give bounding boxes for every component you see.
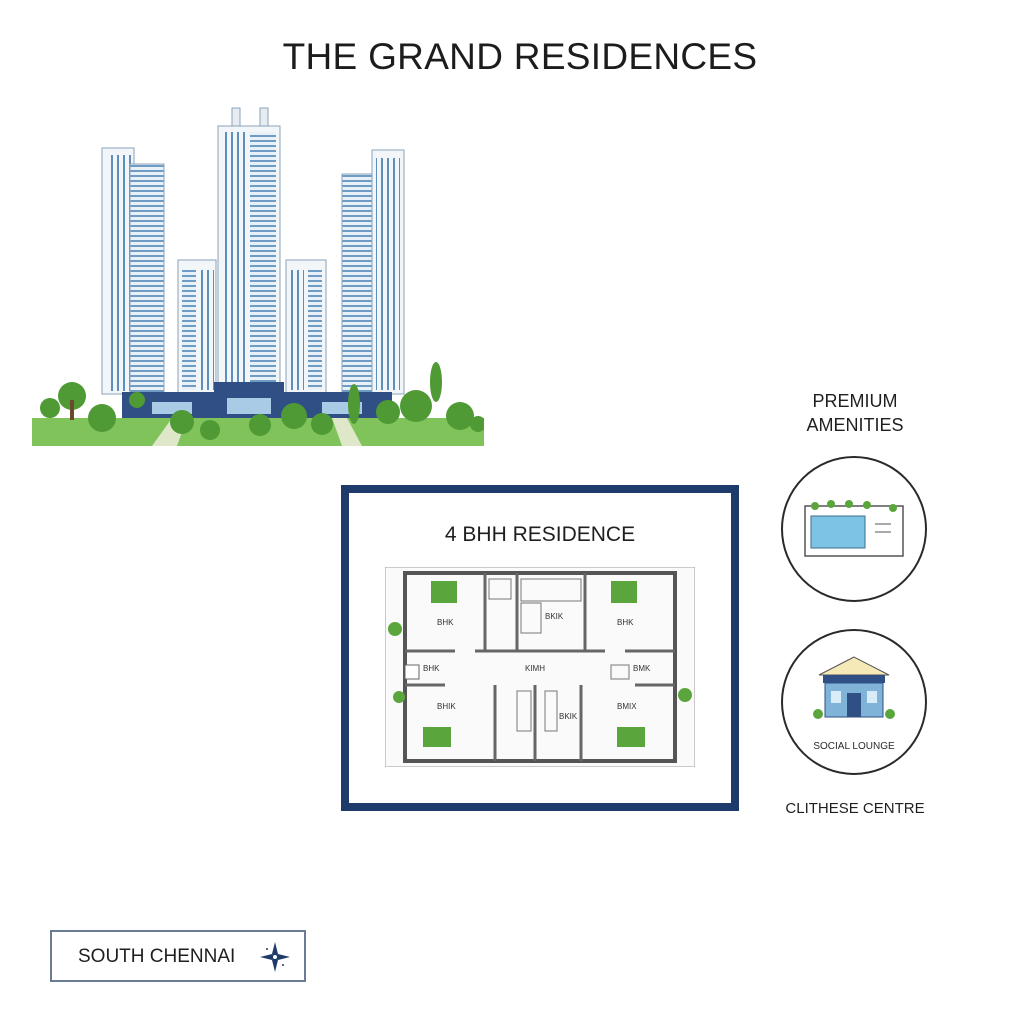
trees [40, 362, 484, 440]
lounge-amenity-circle[interactable]: SOCIAL LOUNGE [781, 629, 927, 775]
floor-plan-title: 4 BHH RESIDENCE [444, 523, 636, 546]
tower-right [341, 149, 405, 395]
towers-illustration [32, 107, 484, 446]
centre-label: CLITHESE CENTRE [785, 800, 925, 817]
tower-left [101, 147, 165, 395]
tower-mid-left [177, 259, 217, 395]
room-label: KIMH [525, 664, 545, 673]
room-label: BHK [437, 618, 454, 627]
page-title: THE GRAND RESIDENCES [282, 36, 758, 77]
room-label: BKIK [559, 712, 578, 721]
room-label: BMK [633, 664, 651, 673]
tower-mid-right [285, 259, 327, 395]
room-label: BMIX [617, 702, 637, 711]
floor-plan-drawing: BHK BKIK BHK BHK KIMH BMK BHIK BKIK BMIX [385, 567, 695, 767]
amenities-title: PREMIUM AMENITIES [806, 391, 904, 435]
pool-amenity-circle[interactable] [781, 456, 927, 602]
location-name: SOUTH CHENNAI [78, 946, 236, 967]
floor-plan-card[interactable]: 4 BHH RESIDENCE [341, 485, 739, 811]
room-label: BHK [617, 618, 634, 627]
building-icon [813, 656, 895, 719]
tower-center [217, 107, 281, 395]
pool-icon [804, 500, 904, 557]
room-label: BKIK [545, 612, 564, 621]
room-label: BHK [423, 664, 440, 673]
location-badge[interactable]: SOUTH CHENNAI [50, 930, 306, 982]
compass-icon [260, 942, 290, 972]
lounge-label: SOCIAL LOUNGE [813, 741, 895, 752]
room-label: BHIK [437, 702, 456, 711]
